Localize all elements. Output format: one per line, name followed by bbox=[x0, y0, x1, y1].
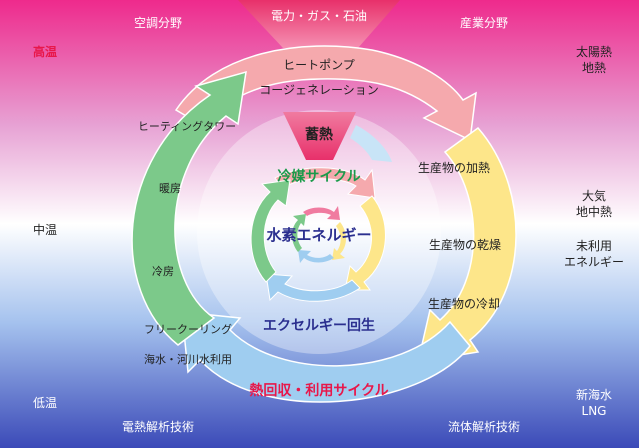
left-arc-arrow bbox=[131, 70, 247, 346]
bottom-arc-arrow bbox=[181, 311, 471, 403]
source-solar-heat: 太陽熱 bbox=[576, 44, 612, 59]
temperature-high-label: 高温 bbox=[33, 44, 57, 59]
source-unused: 未利用 bbox=[576, 239, 612, 253]
right-arc-product-cooling: 生産物の冷却 bbox=[428, 296, 500, 311]
inner-green-arrow bbox=[250, 179, 291, 283]
top-arc-arrow bbox=[174, 45, 477, 142]
left-arc-heating-tower: ヒーティングタワー bbox=[138, 119, 236, 133]
source-lng: LNG bbox=[582, 404, 607, 418]
source-ground-heat: 地中熱 bbox=[576, 204, 612, 219]
storage-funnel bbox=[283, 112, 356, 160]
left-arc-free-cooling: フリークーリング bbox=[144, 322, 232, 336]
center-refrigerant-cycle: 冷媒サイクル bbox=[277, 168, 360, 185]
corner-top-left-label: 空調分野 bbox=[134, 16, 182, 30]
center-hydrogen-energy: 水素エネルギー bbox=[266, 226, 371, 244]
right-arc-product-heating: 生産物の加熱 bbox=[418, 160, 490, 175]
top-source-funnel bbox=[238, 0, 400, 48]
source-new-seawater: 新海水 bbox=[576, 387, 612, 402]
core-green-arrow bbox=[292, 214, 306, 252]
center-storage-label: 蓄熱 bbox=[305, 126, 333, 143]
corner-bottom-right-label: 流体解析技術 bbox=[448, 420, 520, 434]
top-arc-cogeneration: コージェネレーション bbox=[259, 83, 379, 97]
inner-pink-arrow bbox=[274, 167, 376, 199]
left-arc-heating: 暖房 bbox=[159, 182, 181, 195]
corner-bottom-left-label: 電熱解析技術 bbox=[122, 420, 194, 434]
source-energy: エネルギー bbox=[564, 255, 624, 269]
temperature-low-label: 低温 bbox=[33, 396, 57, 410]
inner-disc bbox=[197, 110, 441, 354]
source-geothermal: 地熱 bbox=[582, 61, 606, 75]
top-source-label: 電力・ガス・石油 bbox=[271, 9, 367, 23]
right-arc-product-drying: 生産物の乾燥 bbox=[429, 237, 501, 252]
bottom-arc-heat-recovery: 熱回収・利用サイクル bbox=[249, 382, 388, 399]
corner-top-right-label: 産業分野 bbox=[460, 15, 508, 30]
left-arc-cooling: 冷房 bbox=[152, 265, 174, 278]
core-pink-arrow bbox=[303, 206, 340, 220]
core-yellow-arrow bbox=[332, 222, 346, 260]
temperature-mid-label: 中温 bbox=[33, 222, 57, 237]
left-arc-seawater-river: 海水・河川水利用 bbox=[144, 352, 232, 366]
core-blue-arrow bbox=[298, 250, 334, 263]
top-arc-heat-pump: ヒートポンプ bbox=[283, 58, 355, 72]
inner-top-accent bbox=[350, 125, 392, 162]
source-atmosphere: 大気 bbox=[582, 188, 606, 203]
center-exergy-regeneration: エクセルギー回生 bbox=[263, 317, 375, 334]
